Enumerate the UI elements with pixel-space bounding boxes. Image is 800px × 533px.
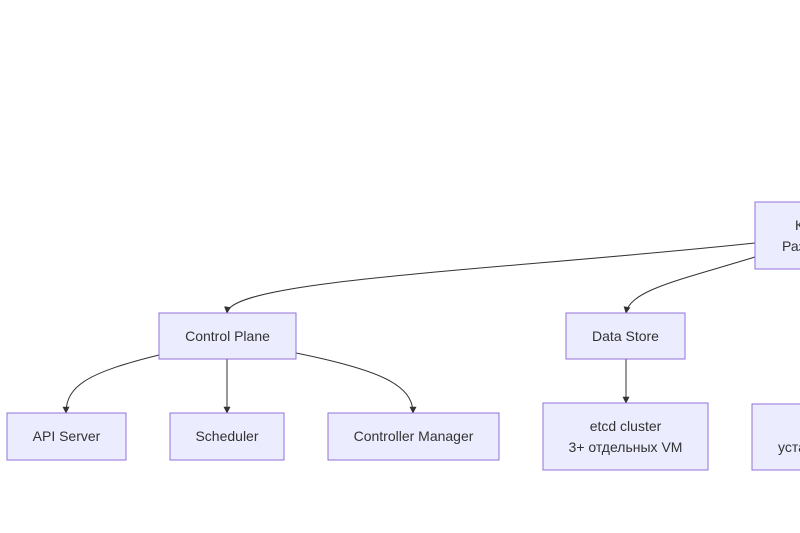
node-root: К Раз	[754, 201, 800, 270]
node-scheduler-label: Scheduler	[195, 428, 258, 444]
node-partial-right: уста	[751, 403, 800, 471]
node-control-plane-label: Control Plane	[185, 328, 270, 344]
node-data-store-label: Data Store	[592, 328, 659, 344]
node-scheduler: Scheduler	[169, 412, 285, 461]
node-data-store: Data Store	[565, 312, 686, 360]
node-root-line2: Раз	[782, 238, 800, 254]
edge-control-plane-api-server	[62, 354, 160, 414]
edge-root-control-plane	[224, 242, 756, 314]
edge-root-data-store	[623, 256, 756, 314]
node-etcd-line2: 3+ отдельных VM	[569, 439, 683, 455]
node-etcd-cluster: etcd cluster 3+ отдельных VM	[542, 402, 709, 471]
edges	[62, 242, 756, 414]
node-api-server-label: API Server	[33, 428, 101, 444]
node-etcd-line1: etcd cluster	[590, 418, 662, 434]
node-partial-right-line1: уста	[778, 439, 800, 455]
node-controller-manager-label: Controller Manager	[354, 428, 474, 444]
node-controller-manager: Controller Manager	[327, 412, 500, 461]
node-api-server: API Server	[6, 412, 127, 461]
node-control-plane: Control Plane	[158, 312, 297, 360]
node-root-line1: К	[795, 217, 800, 233]
edge-control-plane-controller-manager	[295, 352, 417, 414]
